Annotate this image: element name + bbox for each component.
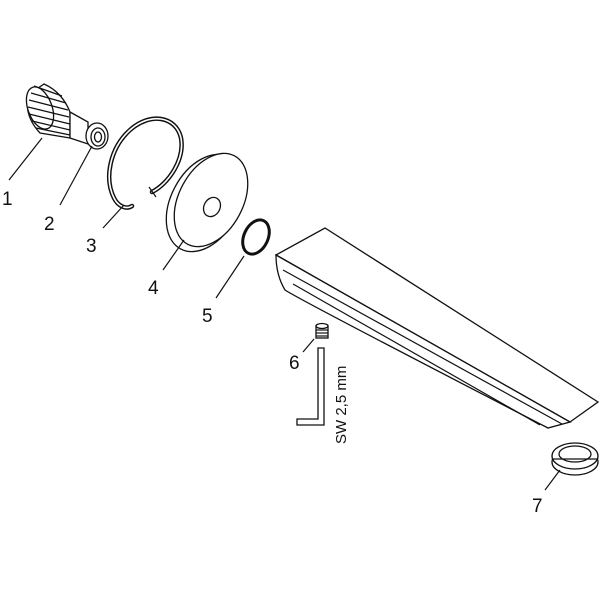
part-spout-body <box>274 227 600 429</box>
part-label-3: 3 <box>86 236 97 257</box>
part-cover-rosette <box>165 152 249 253</box>
part-o-ring <box>241 218 271 256</box>
part-label-4: 4 <box>148 278 159 299</box>
part-label-5: 5 <box>202 306 213 327</box>
part-threaded-adapter <box>25 83 71 139</box>
hex-key-size-label: SW 2,5 mm <box>333 366 350 444</box>
part-label-1: 1 <box>2 189 13 210</box>
part-label-2: 2 <box>44 214 55 235</box>
part-label-7: 7 <box>532 496 543 517</box>
part-set-screw <box>315 322 329 339</box>
part-aerator <box>551 442 599 476</box>
part-connector-nipple <box>69 110 109 150</box>
hex-key-tool <box>296 347 325 426</box>
part-retaining-ring <box>107 116 184 210</box>
leader-lines <box>8 137 561 491</box>
part-label-6: 6 <box>289 353 300 374</box>
